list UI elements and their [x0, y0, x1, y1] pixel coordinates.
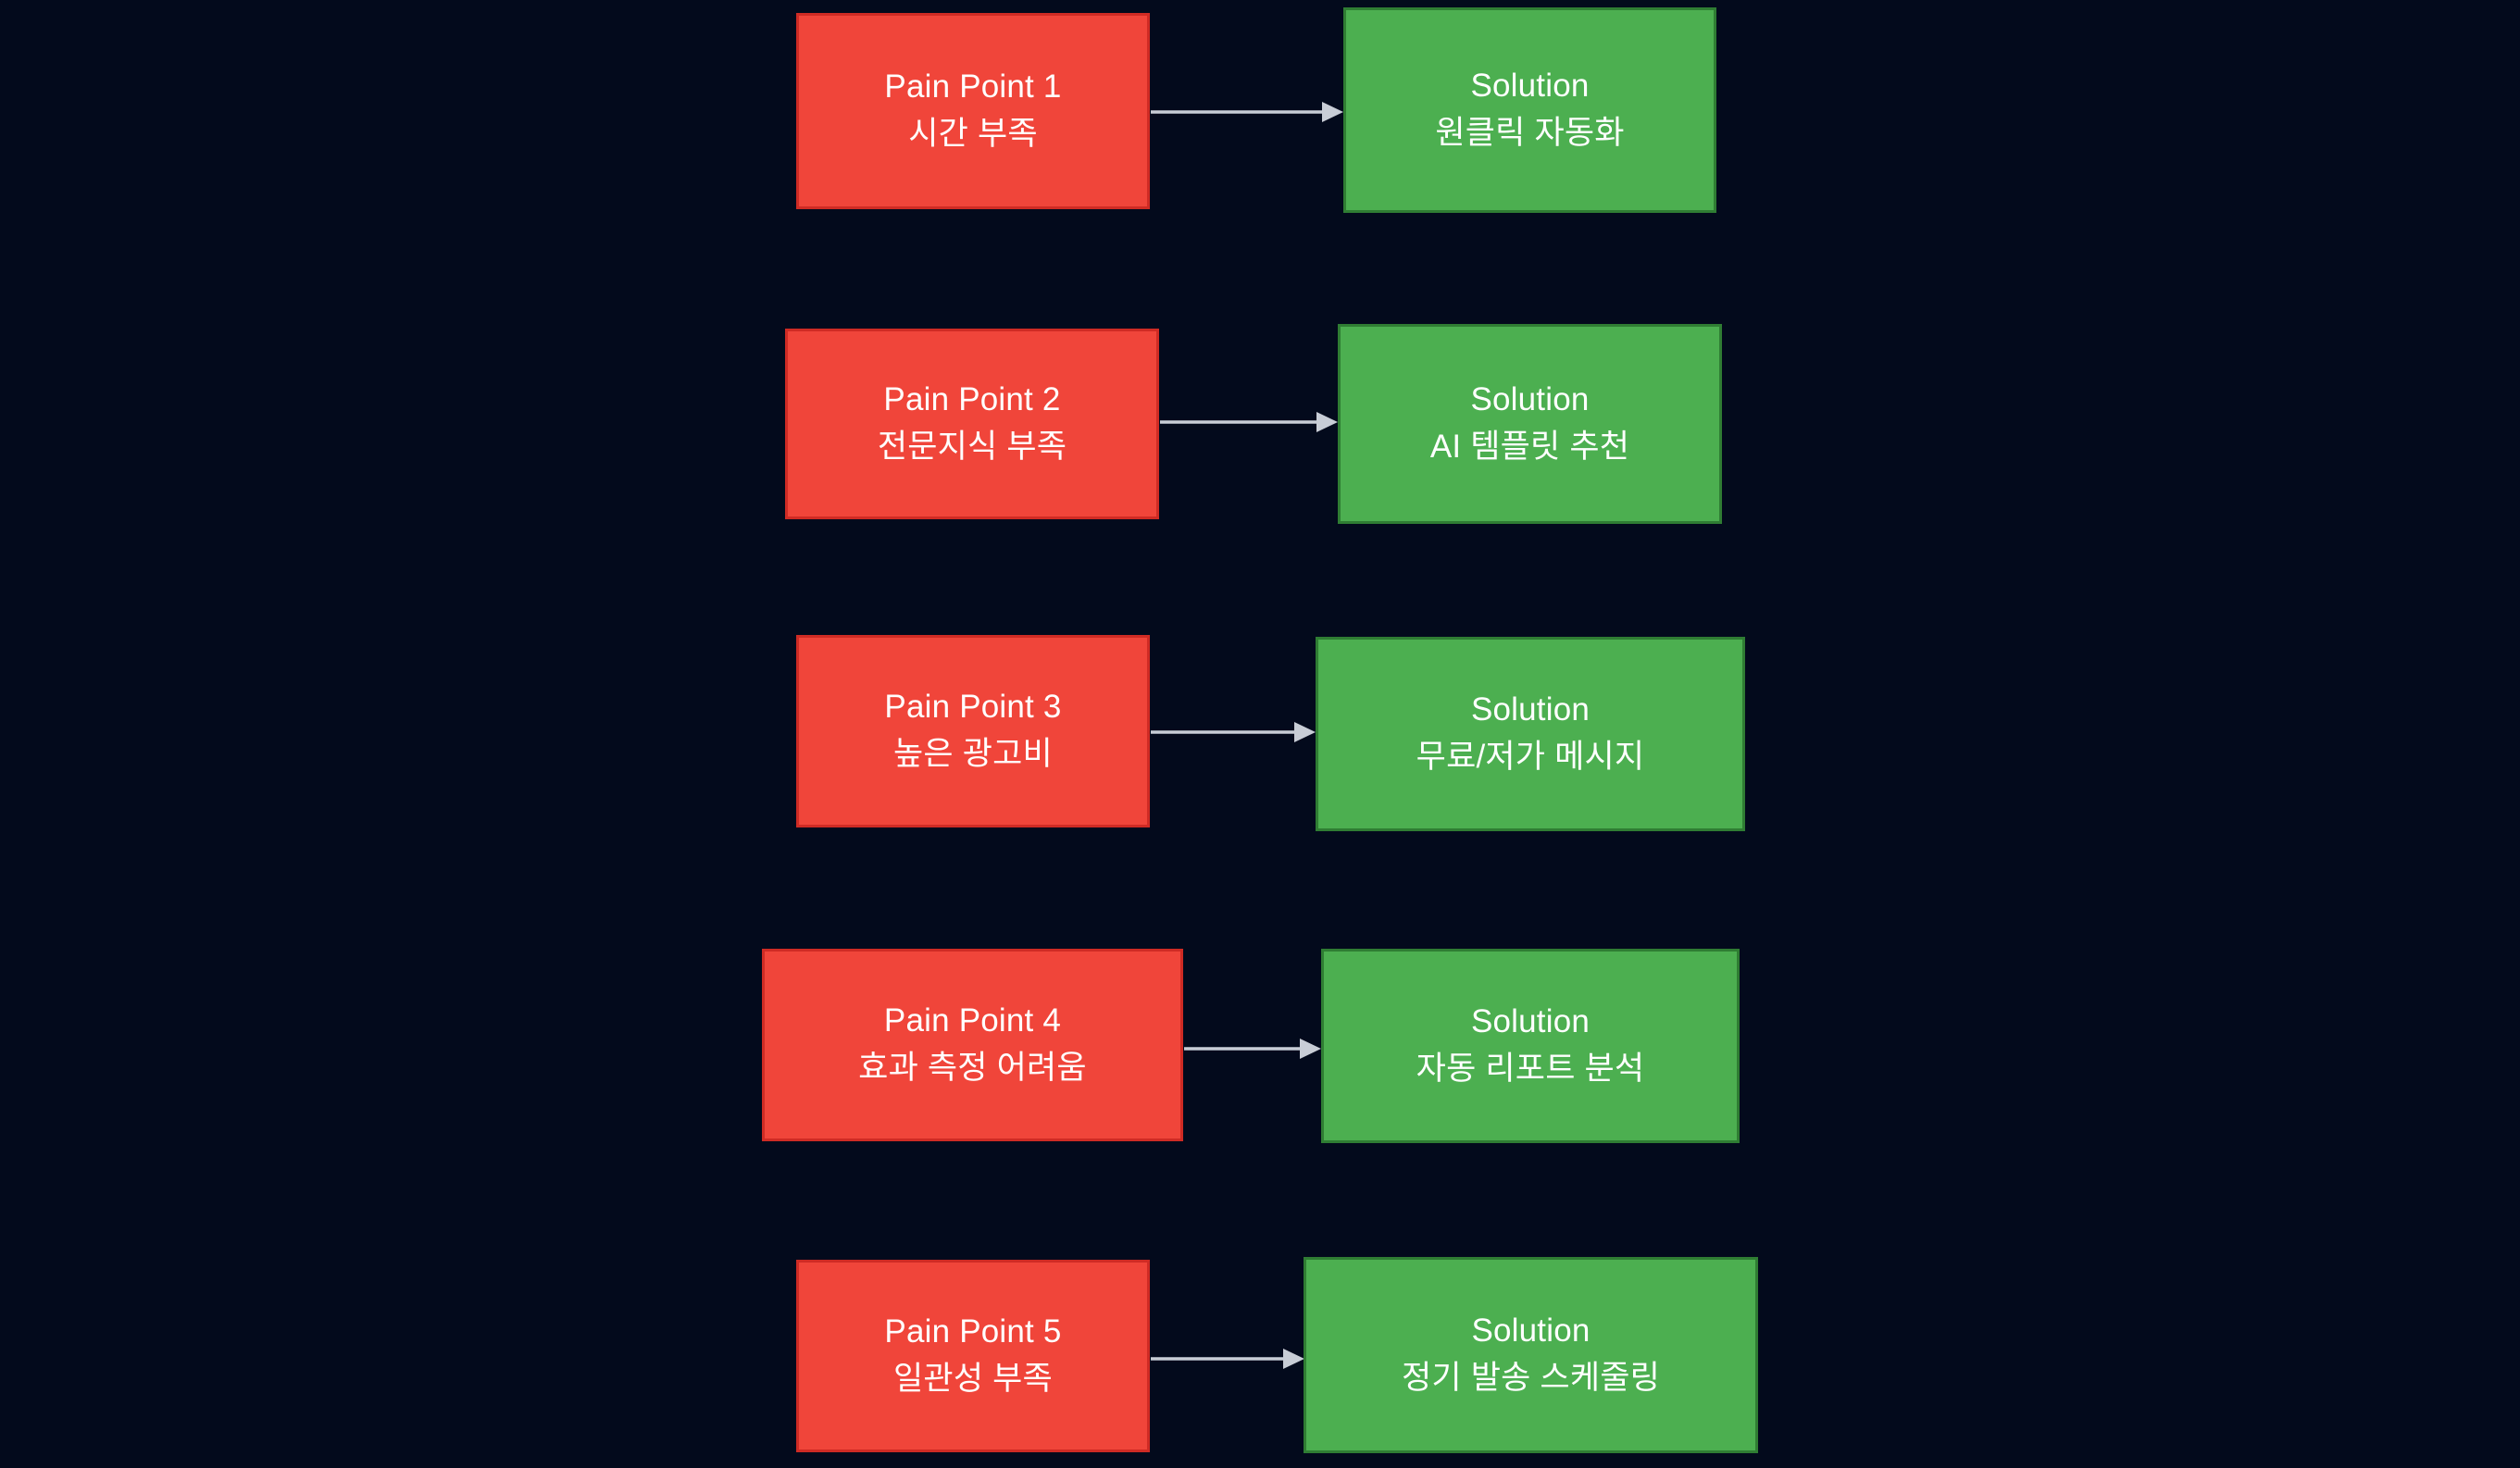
flow-arrow-icon	[1151, 720, 1316, 744]
pain-point-node[interactable]: Pain Point 3 높은 광고비	[796, 635, 1150, 827]
solution-label: Solution	[1470, 1003, 1591, 1040]
solution-label: Solution	[1470, 691, 1591, 728]
solution-label: Solution	[1470, 68, 1590, 105]
pain-point-detail: 높은 광고비	[893, 736, 1053, 772]
solution-detail: AI 템플릿 추천	[1429, 429, 1630, 465]
solution-detail: 원클릭 자동화	[1435, 115, 1625, 151]
solution-node[interactable]: Solution 정기 발송 스케줄링	[1304, 1257, 1758, 1453]
pain-point-detail: 일관성 부족	[893, 1361, 1053, 1397]
solution-node[interactable]: Solution 무료/저가 메시지	[1316, 637, 1745, 831]
flow-arrow-icon	[1151, 1347, 1304, 1371]
pain-point-detail: 시간 부족	[908, 116, 1038, 152]
solution-label: Solution	[1471, 1312, 1591, 1350]
pain-point-node[interactable]: Pain Point 4 효과 측정 어려움	[762, 949, 1183, 1141]
pain-point-node[interactable]: Pain Point 5 일관성 부족	[796, 1260, 1150, 1452]
pain-point-node[interactable]: Pain Point 2 전문지식 부족	[785, 329, 1159, 519]
flow-arrow-icon	[1151, 100, 1343, 124]
solution-detail: 정기 발송 스케줄링	[1401, 1360, 1661, 1396]
pain-point-label: Pain Point 4	[883, 1002, 1062, 1039]
pain-point-detail: 전문지식 부족	[877, 429, 1067, 465]
solution-detail: 무료/저가 메시지	[1416, 739, 1645, 775]
pain-point-node[interactable]: Pain Point 1 시간 부족	[796, 13, 1150, 209]
pain-point-label: Pain Point 2	[883, 381, 1061, 418]
solution-label: Solution	[1470, 381, 1590, 418]
pain-point-label: Pain Point 1	[884, 68, 1062, 106]
solution-node[interactable]: Solution AI 템플릿 추천	[1338, 324, 1722, 524]
flow-arrow-icon	[1184, 1037, 1321, 1061]
solution-node[interactable]: Solution 원클릭 자동화	[1343, 7, 1716, 213]
solution-node[interactable]: Solution 자동 리포트 분석	[1321, 949, 1740, 1143]
flow-arrow-icon	[1160, 410, 1338, 434]
solution-detail: 자동 리포트 분석	[1416, 1051, 1645, 1087]
pain-point-detail: 효과 측정 어려움	[858, 1050, 1087, 1086]
pain-point-label: Pain Point 3	[884, 689, 1062, 726]
pain-point-label: Pain Point 5	[884, 1313, 1062, 1350]
